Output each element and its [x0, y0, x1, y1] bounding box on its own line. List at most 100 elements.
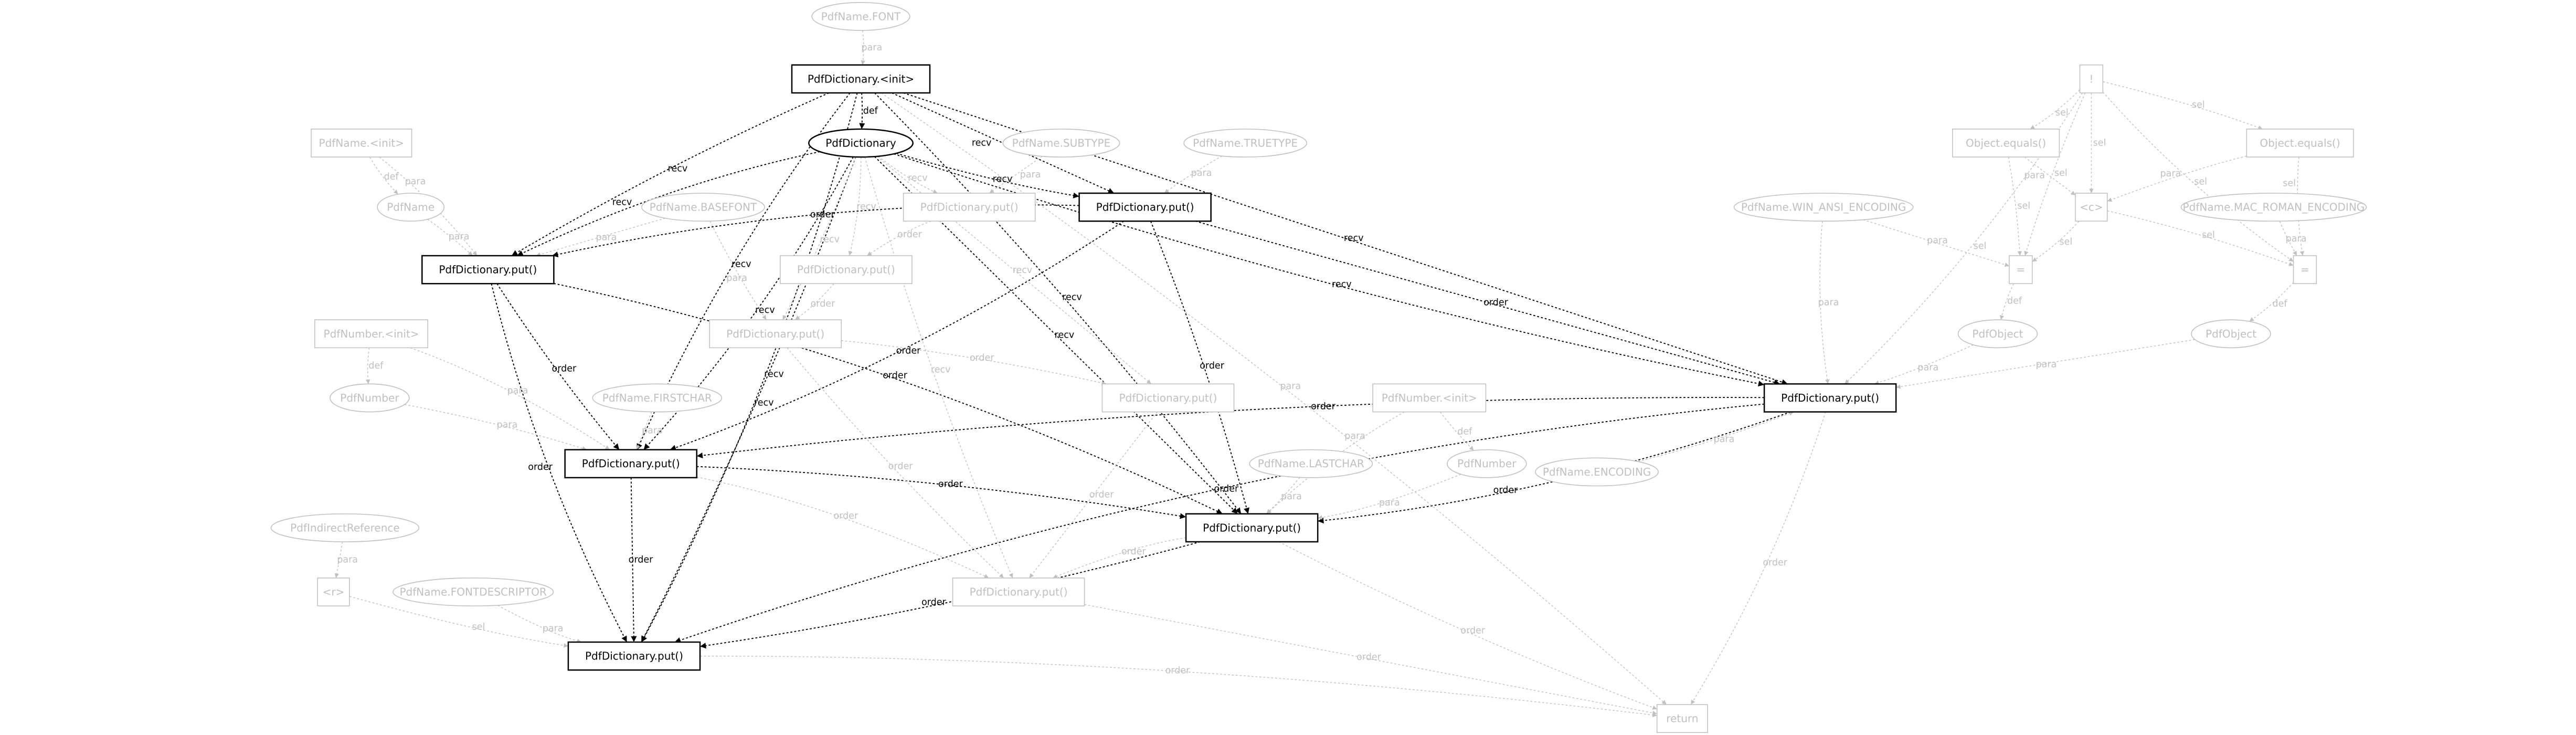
edge-label: order: [1214, 484, 1239, 495]
edge-line: [1318, 474, 1461, 520]
node-pdfobject-obj2[interactable]: PdfObject: [2191, 319, 2271, 349]
edge-line: [2107, 210, 2294, 266]
node-pdfnumber-num2[interactable]: PdfNumber: [1447, 449, 1527, 478]
node-pdfnumber-init-numinit1[interactable]: PdfNumber.<init>: [314, 319, 429, 349]
edge-order-put29-put22: [1318, 411, 1791, 524]
node-op-assign1[interactable]: =: [2009, 255, 2033, 285]
edge-label: para: [642, 426, 663, 436]
node-label: PdfNumber: [340, 392, 399, 404]
node-pdfdictionary-put-put13[interactable]: PdfDictionary.put(): [709, 319, 842, 349]
node-pdfdictionary-dict[interactable]: PdfDictionary: [808, 128, 914, 158]
node-pdfdictionary-put-put27[interactable]: PdfDictionary.put(): [567, 641, 701, 671]
node-pdfname-basefont-basefont[interactable]: PdfName.BASEFONT: [641, 193, 765, 222]
edge-para-fontdesc-put27: [497, 605, 582, 643]
node-box: [2075, 193, 2108, 222]
node-box: [1372, 383, 1487, 413]
node-pdfdictionary-put-put12[interactable]: PdfDictionary.put(): [780, 255, 913, 285]
edge-order-put21-put22: [696, 466, 1186, 519]
node-return-ret[interactable]: return: [1656, 704, 1708, 733]
edge-label: order: [897, 229, 922, 240]
node-ellipse: [592, 383, 723, 413]
edge-order-put10-put21: [670, 220, 1125, 451]
edge-label: sel: [2202, 230, 2215, 240]
edge-line: [643, 156, 854, 450]
node-pdfname-firstchar-firstchar[interactable]: PdfName.FIRSTCHAR: [592, 383, 723, 413]
node-pdfnumber-num1[interactable]: PdfNumber: [330, 383, 410, 413]
edge-label: order: [811, 299, 835, 309]
edge-label: para: [2286, 234, 2307, 244]
edge-line: [2008, 156, 2022, 256]
edge-label: recv: [993, 174, 1013, 184]
node-pdfname-encoding-encoding[interactable]: PdfName.ENCODING: [1535, 457, 1659, 487]
node-pdfname-lastchar-lastchar[interactable]: PdfName.LASTCHAR: [1249, 449, 1373, 478]
edge-line: [410, 347, 610, 450]
edge-line: [2024, 156, 2076, 196]
edge-line: [841, 340, 1107, 385]
edge-para-indref-rcast: [334, 541, 343, 579]
node-pdfname-fontdescriptor-fontdesc[interactable]: PdfName.FONTDESCRIPTOR: [393, 578, 554, 606]
node-pdfname-subtype-subtype[interactable]: PdfName.SUBTYPE: [1002, 129, 1120, 158]
node-pdfname-mac-roman-encoding-macroman[interactable]: PdfName.MAC_ROMAN_ENCODING: [2180, 193, 2367, 222]
node-pdfname-init-nameinit[interactable]: PdfName.<init>: [311, 129, 412, 158]
edge-label: def: [2273, 299, 2288, 309]
node-pdfdictionary-put-put21[interactable]: PdfDictionary.put(): [564, 449, 697, 479]
node-label: =: [2016, 264, 2025, 276]
edge-label: sel: [2093, 138, 2106, 148]
node-pdfdictionary-put-put9[interactable]: PdfDictionary.put(): [903, 193, 1036, 222]
node-pdfdictionary-put-put29[interactable]: PdfDictionary.put(): [1763, 383, 1897, 413]
edge-label: recv: [1332, 279, 1352, 290]
node-pdfdictionary-init-init[interactable]: PdfDictionary.<init>: [791, 64, 931, 94]
node-object-equals-eq2[interactable]: Object.equals(): [2246, 129, 2354, 158]
edge-label: recv: [668, 163, 688, 174]
edge-line: [1084, 604, 1657, 716]
edge-label: order: [552, 364, 577, 374]
edge-label: def: [368, 361, 384, 371]
edge-line: [866, 220, 931, 256]
edge-line: [427, 219, 473, 256]
node-pdfobject-obj1[interactable]: PdfObject: [1957, 319, 2038, 349]
node-ellipse: [2191, 319, 2271, 349]
edge-label: para: [2024, 171, 2045, 181]
edge-label: order: [1356, 652, 1381, 663]
edge-label: def: [384, 172, 399, 182]
node-object-equals-eq1[interactable]: Object.equals(): [1952, 129, 2060, 158]
node-pdfdictionary-put-put22[interactable]: PdfDictionary.put(): [1185, 513, 1319, 543]
node-op-not[interactable]: !: [2079, 64, 2104, 93]
node-pdfname-truetype-truetype[interactable]: PdfName.TRUETYPE: [1183, 129, 1307, 158]
edge-line: [699, 541, 1201, 649]
edge-line: [896, 153, 1079, 198]
node-pdfdictionary-put-put17[interactable]: PdfDictionary.put(): [1101, 383, 1235, 413]
node-c-ccast[interactable]: <c>: [2075, 193, 2108, 222]
edge-label: sel: [2194, 177, 2207, 187]
edge-line: [1278, 541, 1657, 710]
edge-order-put21-put27: [630, 477, 637, 643]
edge-label: para: [507, 386, 528, 396]
edge-line: [1266, 477, 1300, 514]
node-ellipse: [641, 193, 765, 222]
node-pdfdictionary-put-put11[interactable]: PdfDictionary.put(): [421, 255, 555, 285]
node-label: PdfName.BASEFONT: [650, 201, 757, 214]
node-pdfdictionary-put-put10[interactable]: PdfDictionary.put(): [1078, 192, 1212, 222]
node-ellipse: [377, 193, 445, 222]
node-pdfindirectreference-indref[interactable]: PdfIndirectReference: [270, 513, 420, 542]
node-pdfnumber-init-numinit2[interactable]: PdfNumber.<init>: [1372, 383, 1487, 413]
edge-para-firstchar-put21: [636, 412, 652, 450]
edge-line: [1318, 411, 1791, 524]
edge-label: para: [1020, 170, 1041, 180]
node-op-assign2[interactable]: =: [2293, 255, 2317, 285]
node-r-rcast[interactable]: <r>: [317, 578, 350, 606]
edge-label: sel: [2017, 201, 2030, 212]
edge-line: [877, 156, 938, 194]
node-pdfdictionary-put-put26[interactable]: PdfDictionary.put(): [952, 578, 1085, 606]
node-pdfname-pdfname[interactable]: PdfName: [377, 193, 445, 222]
node-box: [709, 319, 842, 349]
node-ellipse: [811, 2, 910, 31]
edge-order-put17-put26: [1029, 412, 1158, 579]
edge-label: para: [1714, 434, 1735, 445]
edge-order-put21-put26: [696, 476, 989, 579]
edge-recv-init-put10: [892, 92, 1115, 194]
node-label: PdfDictionary.put(): [1119, 392, 1217, 404]
node-pdfname-font-font[interactable]: PdfName.FONT: [811, 2, 910, 31]
node-pdfname-win-ansi-encoding-winansi[interactable]: PdfName.WIN_ANSI_ENCODING: [1733, 193, 1914, 222]
node-label: PdfName.FIRSTCHAR: [602, 392, 712, 404]
